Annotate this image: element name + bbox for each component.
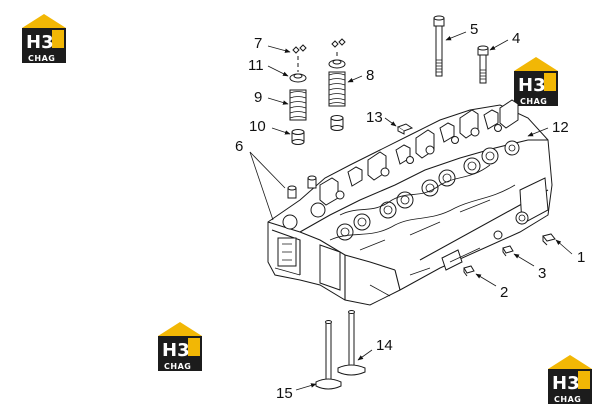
leader-lines (249, 31, 573, 391)
callout-5: 5 (470, 21, 478, 38)
valve-springs (289, 71, 346, 121)
callout-14: 14 (376, 337, 393, 354)
callout-2: 2 (500, 284, 508, 301)
callout-11: 11 (248, 57, 264, 74)
valve-collets (292, 38, 346, 72)
callout-12: 12 (552, 119, 569, 136)
valves (315, 310, 366, 390)
dowel-sleeves (287, 175, 317, 199)
plug-3 (502, 245, 514, 257)
head-bolt-short (477, 45, 489, 84)
logo-sub: CHAG (28, 54, 55, 63)
plug-13 (396, 123, 414, 135)
callout-3: 3 (538, 265, 546, 282)
logo-sub: CHAG (554, 395, 581, 404)
plug-1 (542, 233, 556, 246)
callout-9: 9 (254, 89, 262, 106)
callout-labels: 7 11 9 10 6 8 13 5 4 12 1 3 2 14 15 (235, 21, 585, 402)
callout-7: 7 (254, 35, 262, 52)
callout-15: 15 (276, 385, 293, 402)
valve-stem-seals (291, 115, 344, 145)
callout-8: 8 (366, 67, 374, 84)
logo-letters: H3 (26, 32, 54, 53)
callout-1: 1 (577, 249, 585, 266)
logo-letters: H3 (552, 373, 580, 394)
cylinder-head (267, 99, 553, 306)
logo-letters: H3 (162, 340, 190, 361)
logo-sub: CHAG (520, 97, 547, 106)
logo-sub: CHAG (164, 362, 191, 371)
watermark-logo-bottom-left: H3 CHAG (158, 322, 202, 371)
logo-letters: H3 (518, 75, 546, 96)
callout-10: 10 (249, 118, 266, 135)
watermark-logo-bottom-right: H3 CHAG (548, 355, 592, 404)
watermark-logo-top-right: H3 CHAG (514, 57, 558, 106)
callout-4: 4 (512, 30, 520, 47)
spring-retainers (289, 59, 346, 83)
callout-6: 6 (235, 138, 243, 155)
callout-13: 13 (366, 109, 383, 126)
watermark-logo-top-left: H3 CHAG (22, 14, 66, 63)
head-bolt-long (433, 15, 445, 77)
plug-2 (463, 265, 475, 277)
